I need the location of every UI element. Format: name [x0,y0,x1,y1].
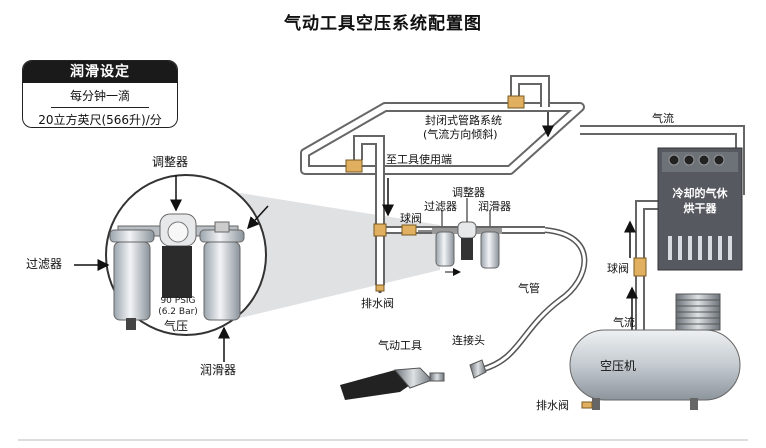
closed-loop-sublabel: (气流方向倾斜) [423,128,498,141]
pressure-bar: (6.2 Bar) [158,307,198,317]
connector-label: 连接头 [452,334,485,347]
regulator-label-small: 调整器 [452,186,485,199]
frl-unit-large [109,213,245,330]
to-tool-end-label: 至工具使用端 [386,153,452,166]
page-title: 气动工具空压系统配置图 [284,14,482,34]
loop-valve-top [507,95,525,109]
pressure-label: 气压 [164,319,189,333]
lubrication-header: 润滑设定 [23,61,177,83]
compressor-unit [569,293,741,410]
frl-unit-small [418,198,502,276]
lubrication-divider [51,107,149,108]
regulator-label-large: 调整器 [152,155,189,169]
hose-label: 气管 [518,282,540,295]
drain-valve-small [375,284,385,292]
air-tool-label: 气动工具 [378,339,422,352]
loop-valve-left [345,159,363,173]
compressor-ball-valve-label: 球阀 [607,262,629,275]
dryer-unit [657,147,743,271]
tee-valve [373,223,387,237]
compressor-ball-valve [633,257,647,277]
filter-label-small: 过滤器 [424,200,457,213]
dryer-label: 冷却的气休 烘干器 [661,186,739,216]
air-tool-drawing [340,367,445,400]
closed-loop-piping [300,75,745,335]
lubrication-flow: 20立方英尺(566升)/分 [38,113,162,127]
lubrication-settings-box: 润滑设定 每分钟一滴 20立方英尺(566升)/分 [22,60,178,128]
pressure-value: 90 PSIG [160,296,196,306]
dryer-label-line2: 烘干器 [683,202,717,215]
closed-loop-label: 封闭式管路系统 [425,114,502,127]
dryer-label-line1: 冷却的气休 [672,187,728,200]
compressor-label: 空压机 [600,359,637,373]
lubricator-label-large: 润滑器 [200,363,237,377]
ball-valve-small [401,224,417,236]
lubricator-label-small: 润滑器 [478,200,511,213]
lubrication-rate: 每分钟一滴 [69,89,130,103]
filter-label-large: 过滤器 [26,257,63,271]
airflow-label-right: 气流 [613,316,635,329]
drain-valve-label-small: 排水阀 [361,297,394,310]
ball-valve-label-small: 球阀 [400,212,422,225]
quick-connector [469,359,487,379]
compressor-drain-valve-label: 排水阀 [536,399,569,412]
airflow-label-top: 气流 [652,112,674,125]
